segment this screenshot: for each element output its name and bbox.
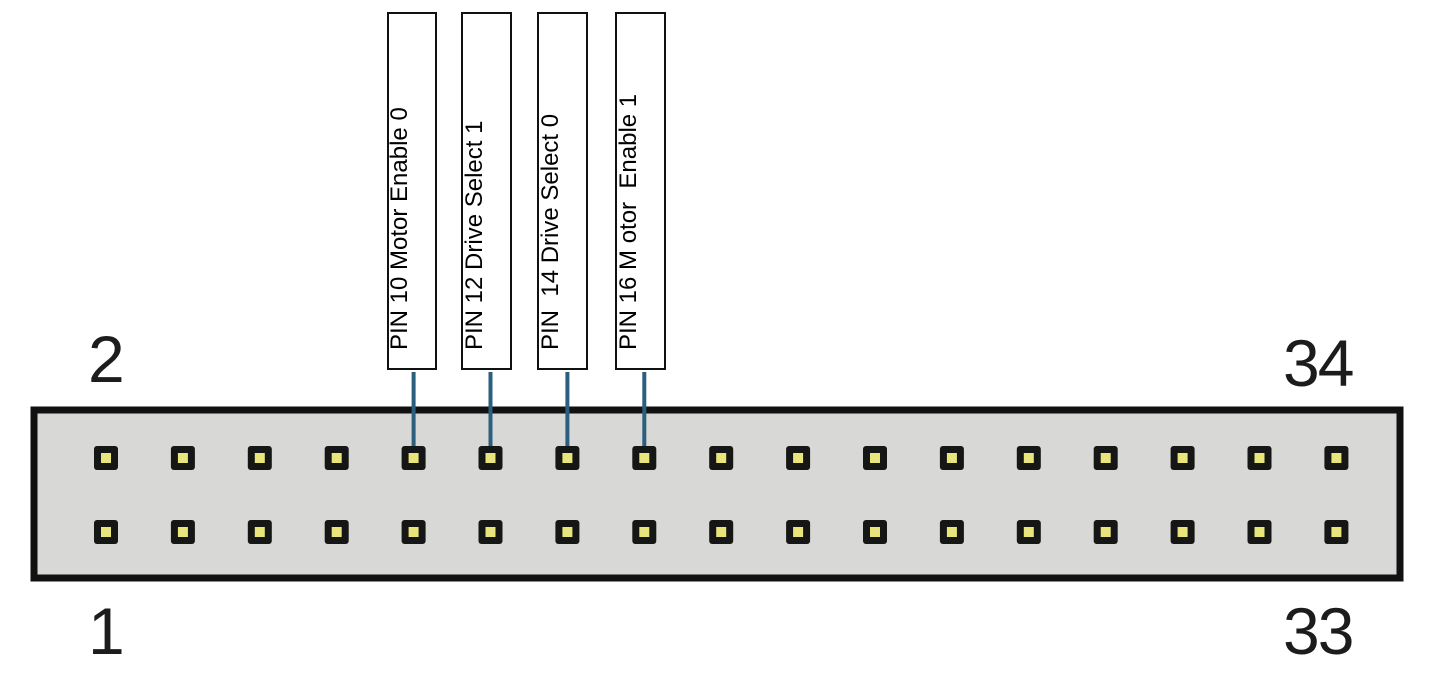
pin-1-label: 1 bbox=[88, 594, 125, 668]
pin-15 bbox=[632, 520, 657, 544]
pin-4 bbox=[170, 446, 195, 470]
pin-23 bbox=[939, 520, 964, 544]
pin-14 bbox=[555, 446, 580, 470]
callout-pin-16-text: PIN 16 M otor Enable 1 bbox=[614, 93, 642, 350]
pin-26 bbox=[1016, 446, 1041, 470]
leader-lines bbox=[411, 372, 647, 454]
pin-5 bbox=[247, 520, 272, 544]
pin-20 bbox=[786, 446, 811, 470]
callout-pin-14: PIN 14 Drive Select 0 bbox=[537, 12, 588, 370]
pin-18 bbox=[709, 446, 734, 470]
pin-grid bbox=[94, 446, 1349, 544]
callout-pin-12: PIN 12 Drive Select 1 bbox=[461, 12, 512, 370]
callout-pin-10: PIN 10 Motor Enable 0 bbox=[386, 12, 437, 370]
callout-pin-10-text: PIN 10 Motor Enable 0 bbox=[386, 107, 413, 350]
pin-6 bbox=[247, 446, 272, 470]
connector-body bbox=[30, 406, 1404, 582]
pin-24 bbox=[939, 446, 964, 470]
pin-7 bbox=[324, 520, 349, 544]
pin-1 bbox=[94, 520, 118, 544]
pin-2-label: 2 bbox=[88, 322, 125, 396]
pin-11 bbox=[478, 520, 503, 544]
pin-2 bbox=[94, 446, 118, 470]
pin-10 bbox=[401, 446, 426, 470]
pin-33-label: 33 bbox=[1283, 594, 1354, 668]
pin-3 bbox=[170, 520, 195, 544]
pin-25 bbox=[1016, 520, 1041, 544]
pin-30 bbox=[1170, 446, 1195, 470]
pin-17 bbox=[709, 520, 734, 544]
pin-33 bbox=[1324, 520, 1349, 544]
pin-34-label: 34 bbox=[1283, 326, 1354, 400]
pin-16 bbox=[632, 446, 657, 470]
pin-8 bbox=[324, 446, 349, 470]
callout-pin-14-text: PIN 14 Drive Select 0 bbox=[536, 113, 564, 350]
pin-22 bbox=[863, 446, 887, 470]
pin-31 bbox=[1247, 520, 1272, 544]
pin-34 bbox=[1324, 446, 1349, 470]
pin-27 bbox=[1093, 520, 1118, 544]
pin-32 bbox=[1247, 446, 1272, 470]
callout-pin-12-text: PIN 12 Drive Select 1 bbox=[460, 120, 488, 350]
pin-21 bbox=[863, 520, 887, 544]
pin-12 bbox=[478, 446, 503, 470]
pin-19 bbox=[786, 520, 811, 544]
pin-9 bbox=[401, 520, 426, 544]
pin-29 bbox=[1170, 520, 1195, 544]
callout-pin-16: PIN 16 M otor Enable 1 bbox=[615, 12, 666, 370]
pin-28 bbox=[1093, 446, 1118, 470]
pin-13 bbox=[555, 520, 580, 544]
